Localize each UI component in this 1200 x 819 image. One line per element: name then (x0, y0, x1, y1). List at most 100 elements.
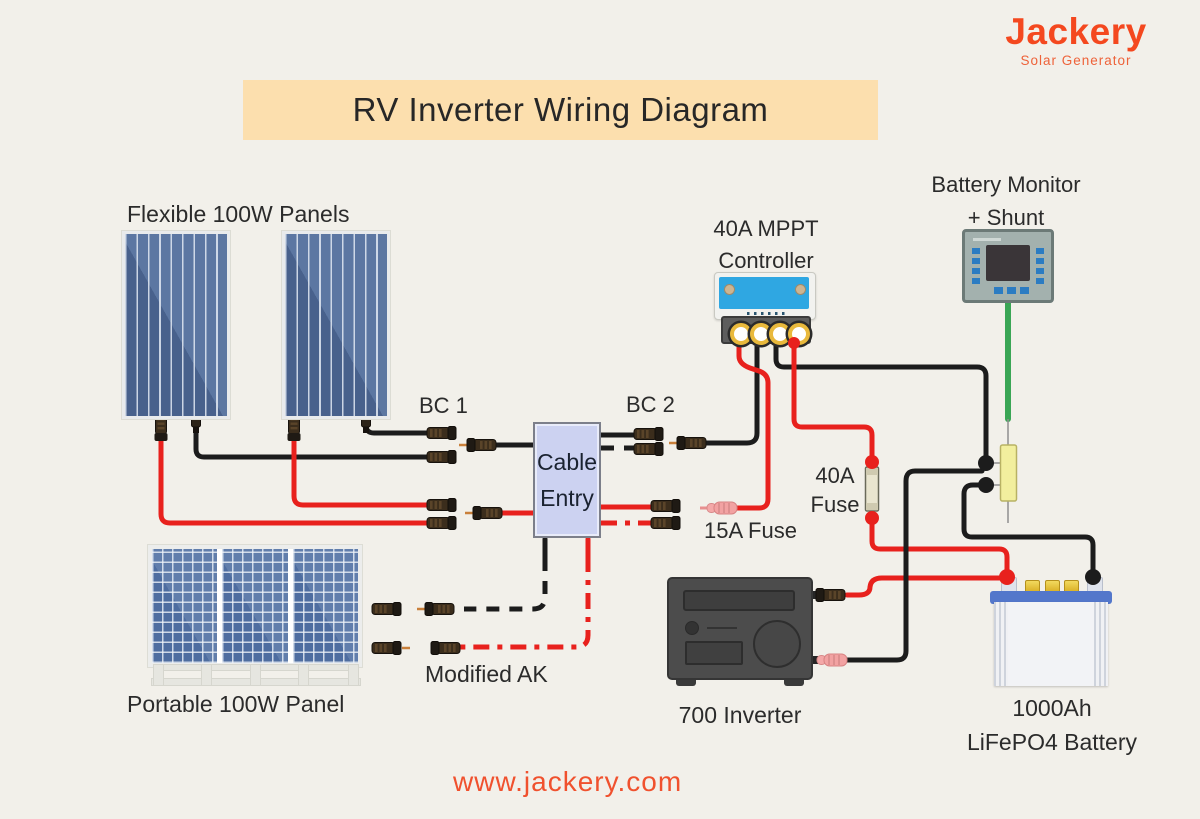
mppt-label-line2: Controller (718, 248, 814, 273)
website-link: www.jackery.com (453, 766, 683, 797)
bc1-branch-negative-connector (466, 438, 497, 452)
inverter-positive-connector (815, 588, 846, 602)
inverter-outlet (685, 641, 743, 665)
junction-dot-fuse40-bottom (865, 511, 879, 525)
flexible-panel-1 (122, 231, 230, 419)
modified-ak-label: Modified AK (425, 661, 548, 687)
wire-panel2-positive (291, 435, 430, 508)
junction-dot-battery-negative (1085, 569, 1101, 585)
brand-tagline: Solar Generator (1020, 53, 1132, 68)
bc1-positive-connector-2 (426, 516, 457, 530)
inverter-foot (676, 677, 696, 686)
wire-bc2-to-mppt-negative (702, 341, 760, 446)
battery-rib (1094, 602, 1108, 686)
battery-top (990, 591, 1112, 604)
mppt-port-row (747, 312, 785, 315)
portable-panel-connector-1 (371, 602, 402, 616)
mppt-controller (714, 272, 816, 320)
bc1-negative-connector-2 (426, 450, 457, 464)
wire-inverter-to-shunt-negative (843, 468, 985, 663)
wire-mppt-to-shunt-negative (773, 341, 989, 461)
mppt-label: 40A MPPT Controller (711, 213, 821, 277)
bc2-branch-negative-connector (676, 436, 707, 450)
inverter-power-button (685, 621, 699, 635)
battery-monitor-label-line1: Battery Monitor (931, 172, 1081, 197)
junction-dot-battery-positive (999, 569, 1015, 585)
bc2-negative-connector-1 (633, 427, 664, 441)
wire-mppt-to-40a-fuse (791, 341, 875, 464)
battery-monitor-label: Battery Monitor + Shunt (906, 168, 1106, 234)
bc1-label: BC 1 (419, 393, 468, 418)
black-wires-top (843, 468, 1096, 663)
inverter-detail (707, 627, 737, 629)
wire-inverter-to-battery-positive (844, 575, 1008, 598)
portable-panel-section (292, 549, 358, 663)
portable-panel-section (152, 549, 218, 663)
portable-panel-section (222, 549, 288, 663)
mppt-label-line1: 40A MPPT (713, 216, 819, 241)
cable-entry-label-line1: Cable (536, 448, 598, 475)
portable-panel-label: Portable 100W Panel (127, 691, 345, 717)
monitor-button (1020, 287, 1029, 294)
screw-icon (724, 284, 735, 295)
fuse-40a-label: 40A Fuse (808, 461, 862, 519)
wire-panel1-negative (193, 425, 430, 460)
fuse-15a-label: 15A Fuse (704, 518, 797, 543)
battery-monitor (962, 229, 1054, 303)
inverter-negative-connector (816, 653, 848, 667)
battery-label: 1000Ah LiFePO4 Battery (952, 691, 1152, 759)
monitor-button (1036, 278, 1044, 284)
battery-monitor-label-line2: + Shunt (967, 205, 1045, 230)
wire-cable-entry-to-portable-negative-dashed (464, 558, 548, 612)
fuse-40a (864, 466, 880, 512)
brand-name: Jackery (1005, 11, 1147, 52)
title-banner: RV Inverter Wiring Diagram (243, 80, 878, 140)
portable-panel-stand (152, 665, 360, 685)
monitor-button (972, 268, 980, 274)
inverter (667, 577, 813, 680)
inverter-vent (683, 590, 795, 611)
wire-15a-fuse-to-mppt-positive (734, 341, 771, 511)
inverter-foot (784, 677, 804, 686)
junction-dot-fuse40-top (865, 455, 879, 469)
monitor-button (972, 258, 980, 264)
black-wires (193, 341, 989, 612)
inverter-label: 700 Inverter (678, 702, 802, 728)
bc2-label: BC 2 (626, 392, 675, 417)
battery-rib (994, 602, 1008, 686)
wire-shunt-to-battery-negative (961, 482, 1096, 577)
monitor-detail (973, 238, 1001, 241)
portable-panel (148, 545, 362, 667)
wire-panel2-negative (363, 416, 430, 436)
bc1-positive-connector-1 (426, 498, 457, 512)
inverter-fan (753, 620, 801, 668)
junction-dot-shunt-bottom (978, 477, 994, 493)
wire-panel1-positive (158, 435, 430, 526)
flexible-panel-2 (282, 231, 390, 419)
junction-dot-shunt-top (978, 455, 994, 471)
bc1-negative-connector-1 (426, 426, 457, 440)
battery-label-line2: LiFePO4 Battery (966, 729, 1138, 755)
red-wires (158, 341, 1010, 650)
bc1-branch-positive-connector (472, 506, 503, 520)
monitor-button (994, 287, 1003, 294)
screw-icon (795, 284, 806, 295)
monitor-button (972, 248, 980, 254)
monitor-button (972, 278, 980, 284)
fuse-15a-connector (706, 501, 738, 515)
fuse-40a-label-line1: 40A (815, 463, 855, 488)
mppt-display (719, 277, 809, 309)
flexible-panels-label: Flexible 100W Panels (127, 201, 350, 227)
fuse-40a-label-line2: Fuse (810, 492, 860, 517)
modified-ak-connector-1 (424, 602, 455, 616)
junction-dot-mppt-positive (788, 337, 800, 349)
bc2-positive-connector-1 (650, 499, 681, 513)
shunt (999, 444, 1018, 502)
monitor-button (1036, 248, 1044, 254)
monitor-button (1036, 268, 1044, 274)
bc2-positive-connector-2 (650, 516, 681, 530)
wire-cable-entry-to-portable-positive-dashed (459, 556, 591, 650)
wire-40a-fuse-to-battery-positive (869, 516, 1010, 578)
